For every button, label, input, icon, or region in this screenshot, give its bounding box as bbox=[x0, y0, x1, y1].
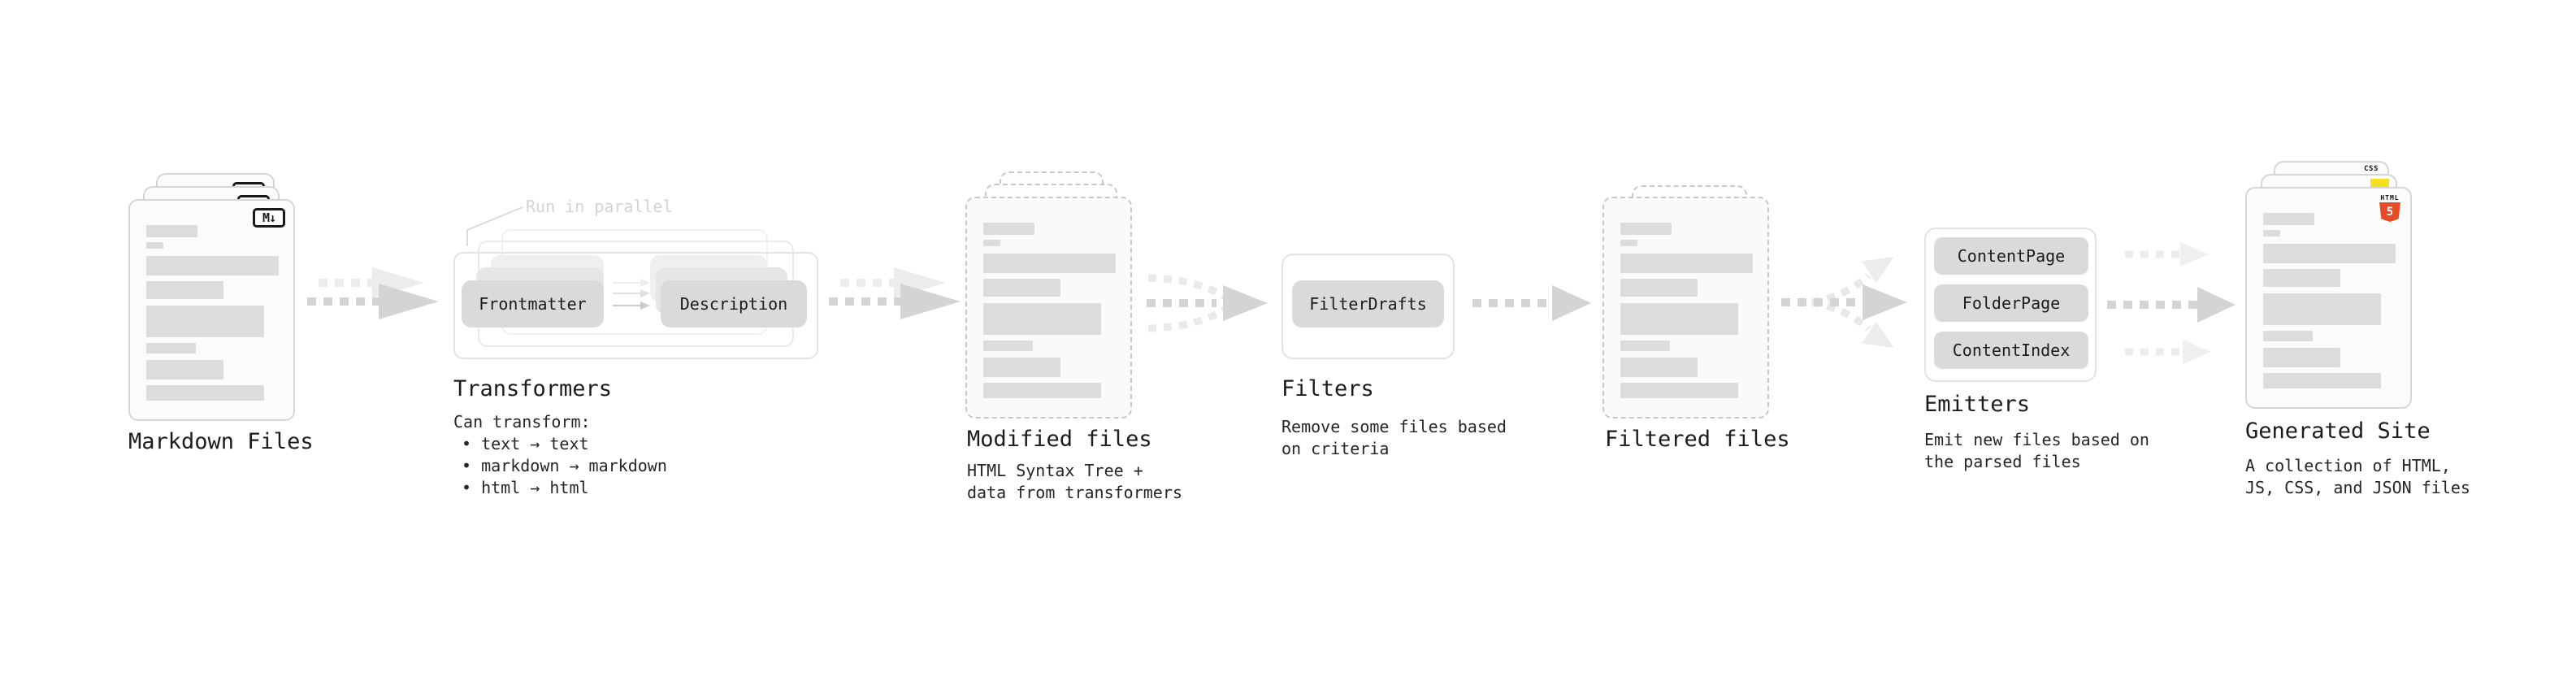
site-file-card-html: HTML 5 bbox=[2245, 187, 2412, 409]
text-line-placeholder bbox=[2263, 348, 2340, 367]
modified-files-description-line: data from transformers bbox=[967, 483, 1182, 502]
transformer-panel-front bbox=[453, 252, 818, 359]
text-line-placeholder bbox=[146, 242, 163, 249]
transformers-bullet: • markdown → markdown bbox=[462, 456, 667, 475]
modified-files-label: Modified files bbox=[967, 427, 1152, 452]
text-line-placeholder bbox=[146, 385, 264, 401]
text-line-placeholder bbox=[983, 279, 1060, 297]
emitters-title: Emitters bbox=[1924, 392, 2031, 417]
flow-arrow-transformers-to-modified bbox=[829, 267, 961, 319]
text-line-placeholder bbox=[146, 225, 197, 237]
html5-logo-text: HTML bbox=[2380, 194, 2400, 202]
text-line-placeholder bbox=[2263, 293, 2381, 325]
html5-logo-icon: HTML 5 bbox=[2378, 194, 2402, 222]
run-in-parallel-annotation: Run in parallel bbox=[526, 197, 673, 216]
filters-title: Filters bbox=[1281, 376, 1374, 401]
filters-description-line: Remove some files based bbox=[1281, 417, 1507, 436]
flow-arrows-emitters-to-site bbox=[2107, 242, 2236, 364]
filters-description: Remove some files based on criteria bbox=[1281, 416, 1507, 460]
emitters-description-line: the parsed files bbox=[1924, 452, 2081, 471]
parallel-flow-arrows-icon bbox=[613, 279, 650, 310]
text-line-placeholder bbox=[146, 256, 279, 275]
modified-files-description: HTML Syntax Tree + data from transformer… bbox=[967, 460, 1182, 504]
text-line-placeholder bbox=[2263, 331, 2313, 341]
text-line-placeholder bbox=[2263, 373, 2381, 388]
text-line-placeholder bbox=[983, 340, 1033, 351]
text-line-placeholder bbox=[146, 306, 264, 337]
text-line-placeholder bbox=[1620, 279, 1698, 297]
filtered-files-label: Filtered files bbox=[1605, 427, 1790, 452]
frontmatter-node: Frontmatter bbox=[462, 280, 604, 327]
text-line-placeholder bbox=[1620, 254, 1753, 273]
folderpage-node: FolderPage bbox=[1934, 284, 2088, 322]
markdown-files-label: Markdown Files bbox=[128, 429, 314, 454]
text-line-placeholder bbox=[1620, 383, 1738, 398]
text-line-placeholder bbox=[983, 223, 1034, 235]
flow-arrow-filtered-to-emitters bbox=[1781, 256, 1907, 349]
flow-arrow-markdown-to-transformers bbox=[307, 267, 439, 319]
text-line-placeholder bbox=[2263, 230, 2280, 236]
flow-arrow-filters-to-filtered bbox=[1472, 285, 1591, 321]
filtered-file-card bbox=[1602, 197, 1769, 419]
generated-site-label: Generated Site bbox=[2245, 419, 2431, 444]
text-line-placeholder bbox=[1620, 340, 1670, 351]
generated-site-description-line: JS, CSS, and JSON files bbox=[2245, 478, 2470, 497]
text-line-placeholder bbox=[2263, 269, 2340, 287]
text-line-placeholder bbox=[2263, 244, 2396, 263]
emitters-description: Emit new files based on the parsed files bbox=[1924, 429, 2149, 473]
generated-site-description-line: A collection of HTML, bbox=[2245, 456, 2451, 475]
filters-description-line: on criteria bbox=[1281, 439, 1390, 458]
text-line-placeholder bbox=[983, 303, 1101, 335]
transformers-bullet: • text → text bbox=[462, 434, 589, 453]
modified-files-description-line: HTML Syntax Tree + bbox=[967, 461, 1143, 480]
text-line-placeholder bbox=[1620, 303, 1738, 335]
flow-arrow-modified-to-filters bbox=[1147, 274, 1268, 332]
text-line-placeholder bbox=[983, 383, 1101, 398]
text-line-placeholder bbox=[983, 240, 1000, 246]
text-line-placeholder bbox=[1620, 358, 1698, 377]
contentpage-node: ContentPage bbox=[1934, 237, 2088, 275]
modified-file-card bbox=[965, 197, 1132, 419]
filterdrafts-node: FilterDrafts bbox=[1292, 280, 1444, 327]
transformers-title: Transformers bbox=[453, 376, 613, 401]
transformers-description-heading: Can transform: bbox=[453, 412, 591, 432]
emitters-description-line: Emit new files based on bbox=[1924, 430, 2149, 449]
text-line-placeholder bbox=[1620, 240, 1637, 246]
css-logo-text: CSS bbox=[2364, 165, 2379, 173]
markdown-file-card-front: M↓ bbox=[128, 199, 295, 421]
text-line-placeholder bbox=[146, 360, 223, 380]
markdown-logo-icon: M↓ bbox=[253, 208, 285, 228]
transformers-description: Can transform: • text → text • markdown … bbox=[453, 411, 667, 499]
text-line-placeholder bbox=[983, 358, 1060, 377]
contentindex-node: ContentIndex bbox=[1934, 332, 2088, 369]
transformers-bullet: • html → html bbox=[462, 478, 589, 497]
text-line-placeholder bbox=[1620, 223, 1672, 235]
annotation-leader-line bbox=[466, 206, 523, 246]
generated-site-description: A collection of HTML, JS, CSS, and JSON … bbox=[2245, 455, 2470, 499]
html5-shield: 5 bbox=[2379, 202, 2400, 222]
description-node: Description bbox=[661, 280, 807, 327]
text-line-placeholder bbox=[2263, 213, 2314, 225]
text-line-placeholder bbox=[146, 281, 223, 299]
text-line-placeholder bbox=[146, 343, 196, 354]
text-line-placeholder bbox=[983, 254, 1116, 273]
